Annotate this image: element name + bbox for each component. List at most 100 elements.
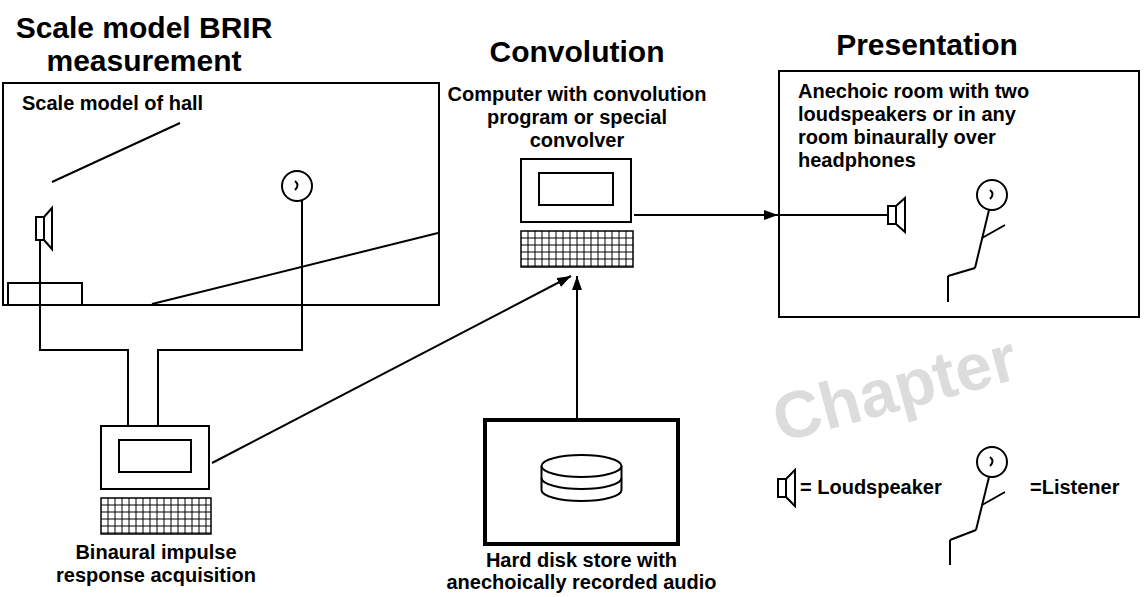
caption-block: Hard disk store with anechoically record… (432, 549, 732, 593)
disk-top (542, 455, 622, 477)
legend-label: = Loudspeaker (800, 476, 942, 499)
key-grid (101, 505, 211, 506)
hard-disk-box-drawing (483, 418, 680, 546)
key-grid (136, 498, 137, 534)
listener-thigh (950, 530, 976, 540)
connector-arrow (576, 276, 578, 418)
computer-icon-drawing (100, 425, 212, 535)
listener-body (976, 477, 989, 530)
listener-symbol (950, 447, 1007, 565)
key-grid (570, 231, 571, 267)
listener-head (977, 447, 1007, 477)
hard-disk-box: Hard disk store with anechoically record… (483, 418, 680, 546)
heading-block: ConvolutionComputer with convolution pro… (447, 35, 707, 152)
key-grid (143, 498, 144, 534)
key-grid (115, 498, 116, 534)
key-grid (164, 498, 165, 534)
presentation-room-box: PresentationAnechoic room with two louds… (778, 70, 1140, 318)
loudspeaker (888, 206, 896, 224)
stage (8, 283, 82, 305)
dummy-head (282, 171, 312, 201)
screen (539, 173, 613, 205)
listener-nose (990, 190, 993, 199)
key-grid (101, 512, 211, 513)
caption-block: Binaural impulse response acquisition (46, 541, 266, 587)
scale-model-box: Scale model BRIR measurementScale model … (2, 82, 440, 306)
scale-model-box-drawing (2, 82, 440, 306)
loudspeaker-cone (896, 198, 905, 232)
key-grid (199, 498, 200, 534)
key-grid (521, 238, 633, 239)
column-heading: Convolution (447, 35, 707, 69)
computer-icon-drawing (520, 158, 634, 272)
key-grid (185, 498, 186, 534)
key-grid (192, 498, 193, 534)
watermark: Chapter (764, 319, 1025, 457)
listener-arm (982, 492, 1005, 505)
key-grid (521, 259, 633, 260)
dummy-head-cable (301, 200, 303, 305)
connector-arrow (634, 214, 778, 216)
key-grid (598, 231, 599, 267)
raked-floor (152, 233, 438, 304)
computer-icon: ConvolutionComputer with convolution pro… (520, 158, 634, 272)
key-grid (535, 231, 536, 267)
loudspeaker-symbol (778, 470, 795, 506)
key-grid (577, 231, 578, 267)
feed-line (778, 214, 888, 216)
key-grid (157, 498, 158, 534)
key-grid (101, 533, 211, 534)
key-grid (591, 231, 592, 267)
key-grid (521, 252, 633, 253)
computer-icon: Binaural impulse response acquisition (100, 425, 212, 535)
key-grid (129, 498, 130, 534)
key-grid (528, 231, 529, 267)
key-grid (626, 231, 627, 267)
keyboard (521, 231, 633, 267)
key-grid (612, 231, 613, 267)
listener-shin (949, 540, 951, 565)
column-heading: Scale model BRIR measurement (7, 11, 282, 78)
listener-head (977, 180, 1007, 210)
key-grid (101, 526, 211, 527)
model-loudspeaker (36, 217, 44, 240)
caption: Hard disk store with anechoically record… (432, 549, 732, 593)
column-heading: Presentation (780, 28, 1074, 62)
key-grid (521, 266, 633, 267)
keyboard (101, 498, 211, 534)
dummy-head-nose (295, 181, 298, 190)
key-grid (171, 498, 172, 534)
connector-wire (40, 306, 302, 425)
disk-platter (542, 478, 622, 489)
key-grid (549, 231, 550, 267)
heading-block: Scale model BRIR measurement (7, 11, 282, 78)
ceiling-reflector (52, 123, 180, 182)
key-grid (584, 231, 585, 267)
box-label: Scale model of hall (22, 92, 322, 115)
box-label: Anechoic room with two loudspeakers or i… (798, 80, 1048, 172)
key-grid (605, 231, 606, 267)
model-loudspeaker-cone (44, 208, 52, 249)
monitor (521, 159, 631, 222)
listener-shin (947, 276, 949, 302)
listener-arm (982, 225, 1005, 238)
key-grid (556, 231, 557, 267)
listener-body (975, 210, 989, 268)
screen (119, 440, 191, 472)
loudspeaker-body (778, 479, 786, 497)
key-grid (542, 231, 543, 267)
text-block: Scale model of hall (22, 92, 322, 115)
loudspeaker-cone (786, 470, 795, 506)
key-grid (206, 498, 207, 534)
key-grid (101, 519, 211, 520)
key-grid (122, 498, 123, 534)
listener-thigh (948, 268, 975, 276)
key-grid (619, 231, 620, 267)
text-block: Anechoic room with two loudspeakers or i… (798, 80, 1048, 172)
listener-nose (990, 457, 993, 466)
key-grid (150, 498, 151, 534)
monitor (101, 426, 209, 489)
heading-block: Presentation (780, 28, 1074, 62)
caption: Computer with convolution program or spe… (447, 83, 707, 152)
key-grid (178, 498, 179, 534)
